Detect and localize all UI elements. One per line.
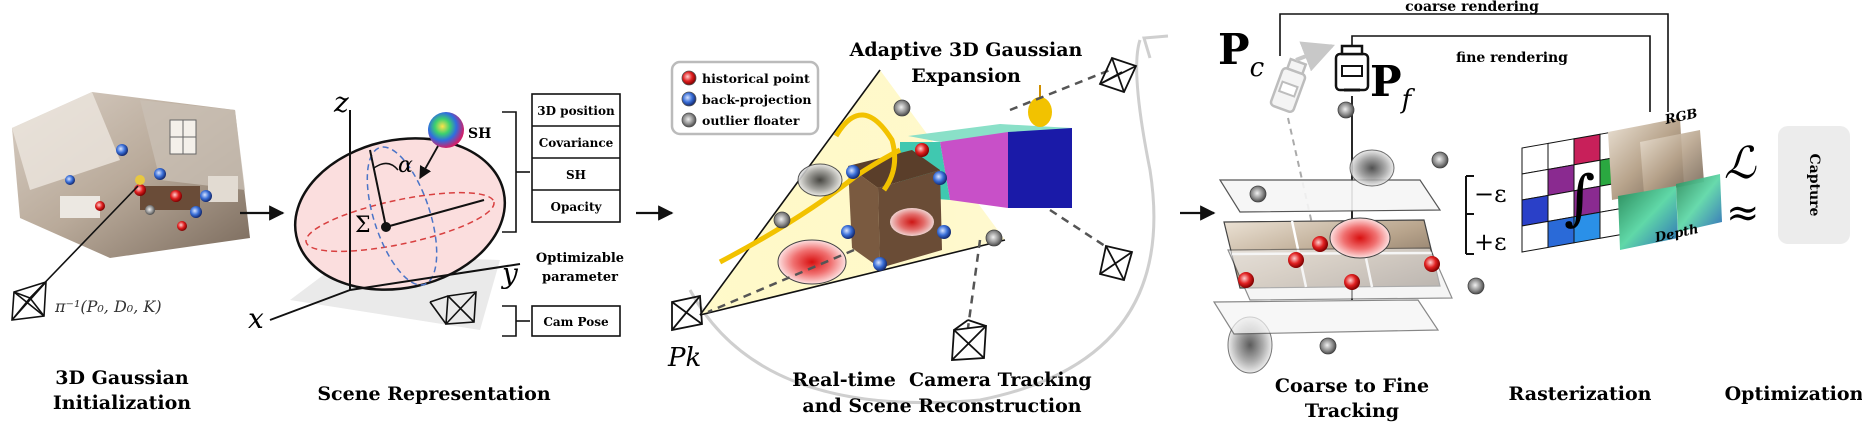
param-3d-position: 3D position xyxy=(537,104,615,118)
approx-symbol: ≈ xyxy=(1726,190,1760,236)
camera-frustum-icon xyxy=(1098,244,1134,282)
coarse-rendering-line xyxy=(1279,13,1669,112)
expansion-line1: Adaptive 3D Gaussian xyxy=(849,39,1083,61)
sh-sphere xyxy=(428,112,464,148)
camera-frustum-icon xyxy=(429,291,477,325)
camera-frustum-icon xyxy=(1098,56,1138,94)
legend-historical-label: historical point xyxy=(702,71,810,86)
param-table: 3D position Covariance SH Opacity xyxy=(531,93,621,223)
legend-backprojection-swatch xyxy=(681,91,697,107)
fine-camera-icon xyxy=(1334,44,1370,92)
historical-points xyxy=(915,143,929,157)
stage-optimization: ℒ ≈ Capture Optimization xyxy=(1724,126,1862,405)
stage-initialization: π⁻¹(P₀, D₀, K) 3D Gaussian Initializatio… xyxy=(11,92,250,414)
camera-frustum-icon xyxy=(671,294,703,332)
param-covariance: Covariance xyxy=(539,136,614,150)
rgb-label: RGB xyxy=(1663,106,1699,128)
camera-frustum-icon xyxy=(951,319,987,361)
legend-outlier-swatch xyxy=(681,112,697,128)
pf-label: Pf xyxy=(1370,57,1416,115)
legend-backprojection-label: back-projection xyxy=(702,92,812,107)
fine-rendering-line xyxy=(1351,35,1651,112)
coarse-camera-icon xyxy=(1269,57,1308,114)
orbit-arc xyxy=(688,39,1156,405)
stage5-title: Rasterization xyxy=(1509,383,1652,405)
stage6-title: Optimization xyxy=(1725,383,1862,405)
tracking-gray-points xyxy=(1249,101,1485,355)
fine-rendering-label: fine rendering xyxy=(1456,50,1568,66)
legend-historical-swatch xyxy=(681,70,697,86)
gaussian-ellipse xyxy=(293,137,507,291)
stage-coarse-to-fine: coarse rendering fine rendering Pc Pf xyxy=(1212,0,1669,422)
minus-epsilon: −ε xyxy=(1474,180,1507,208)
axis-y-label: y xyxy=(500,257,519,290)
tracking-red-points xyxy=(1238,236,1440,290)
stage2-title: Scene Representation xyxy=(317,383,551,405)
plus-epsilon: +ε xyxy=(1474,228,1507,256)
stage1-title-line2: Initialization xyxy=(53,392,191,414)
capture-button[interactable] xyxy=(1778,126,1850,244)
stage-scene-representation: z y x α Σ SH 3D position Covariance SH O… xyxy=(248,86,624,405)
stage1-title-line1: 3D Gaussian xyxy=(55,367,189,389)
cam-pose-label: Cam Pose xyxy=(543,315,609,329)
sh-label: SH xyxy=(468,126,491,142)
pc-label: Pc xyxy=(1218,25,1265,83)
alpha-label: α xyxy=(398,153,413,178)
camera-frustum-icon xyxy=(11,280,47,321)
legend: historical point back-projection outlier… xyxy=(670,60,820,136)
cam-pose-box xyxy=(531,305,621,337)
expansion-line2: Expansion xyxy=(911,65,1021,87)
integral-symbol: ∫ xyxy=(1564,163,1595,233)
stage-rasterization: ∫ RGB Depth Rasterization xyxy=(1509,106,1722,405)
init-formula: π⁻¹(P₀, D₀, K) xyxy=(54,297,162,316)
coarse-rendering-label: coarse rendering xyxy=(1405,0,1539,15)
loss-symbol: ℒ xyxy=(1724,138,1757,189)
depth-image xyxy=(1618,186,1678,250)
axis-x-label: x xyxy=(248,302,264,335)
stage3-title-line2: and Scene Reconstruction xyxy=(802,395,1081,417)
sigma-label: Σ xyxy=(355,213,371,238)
param-sh: SH xyxy=(566,168,586,182)
stage3-title-line1: Real-time Camera Tracking xyxy=(792,369,1091,391)
optimizable-line1: Optimizable xyxy=(536,251,624,266)
capture-label: Capture xyxy=(1806,154,1822,217)
stage4-title-line2: Tracking xyxy=(1305,400,1399,422)
back-projection-points xyxy=(841,165,951,271)
stage4-title-line1: Coarse to Fine xyxy=(1275,375,1429,397)
stage-tracking-reconstruction: Pk historical point back-projection outl… xyxy=(667,34,1169,417)
legend-outlier-label: outlier floater xyxy=(702,113,800,128)
axis-z-label: z xyxy=(333,86,349,119)
upper-plane xyxy=(1218,179,1442,213)
lower-plane xyxy=(1227,247,1453,301)
optimizable-line2: parameter xyxy=(542,270,618,285)
pk-label: Pk xyxy=(667,343,701,373)
param-opacity: Opacity xyxy=(551,200,603,214)
